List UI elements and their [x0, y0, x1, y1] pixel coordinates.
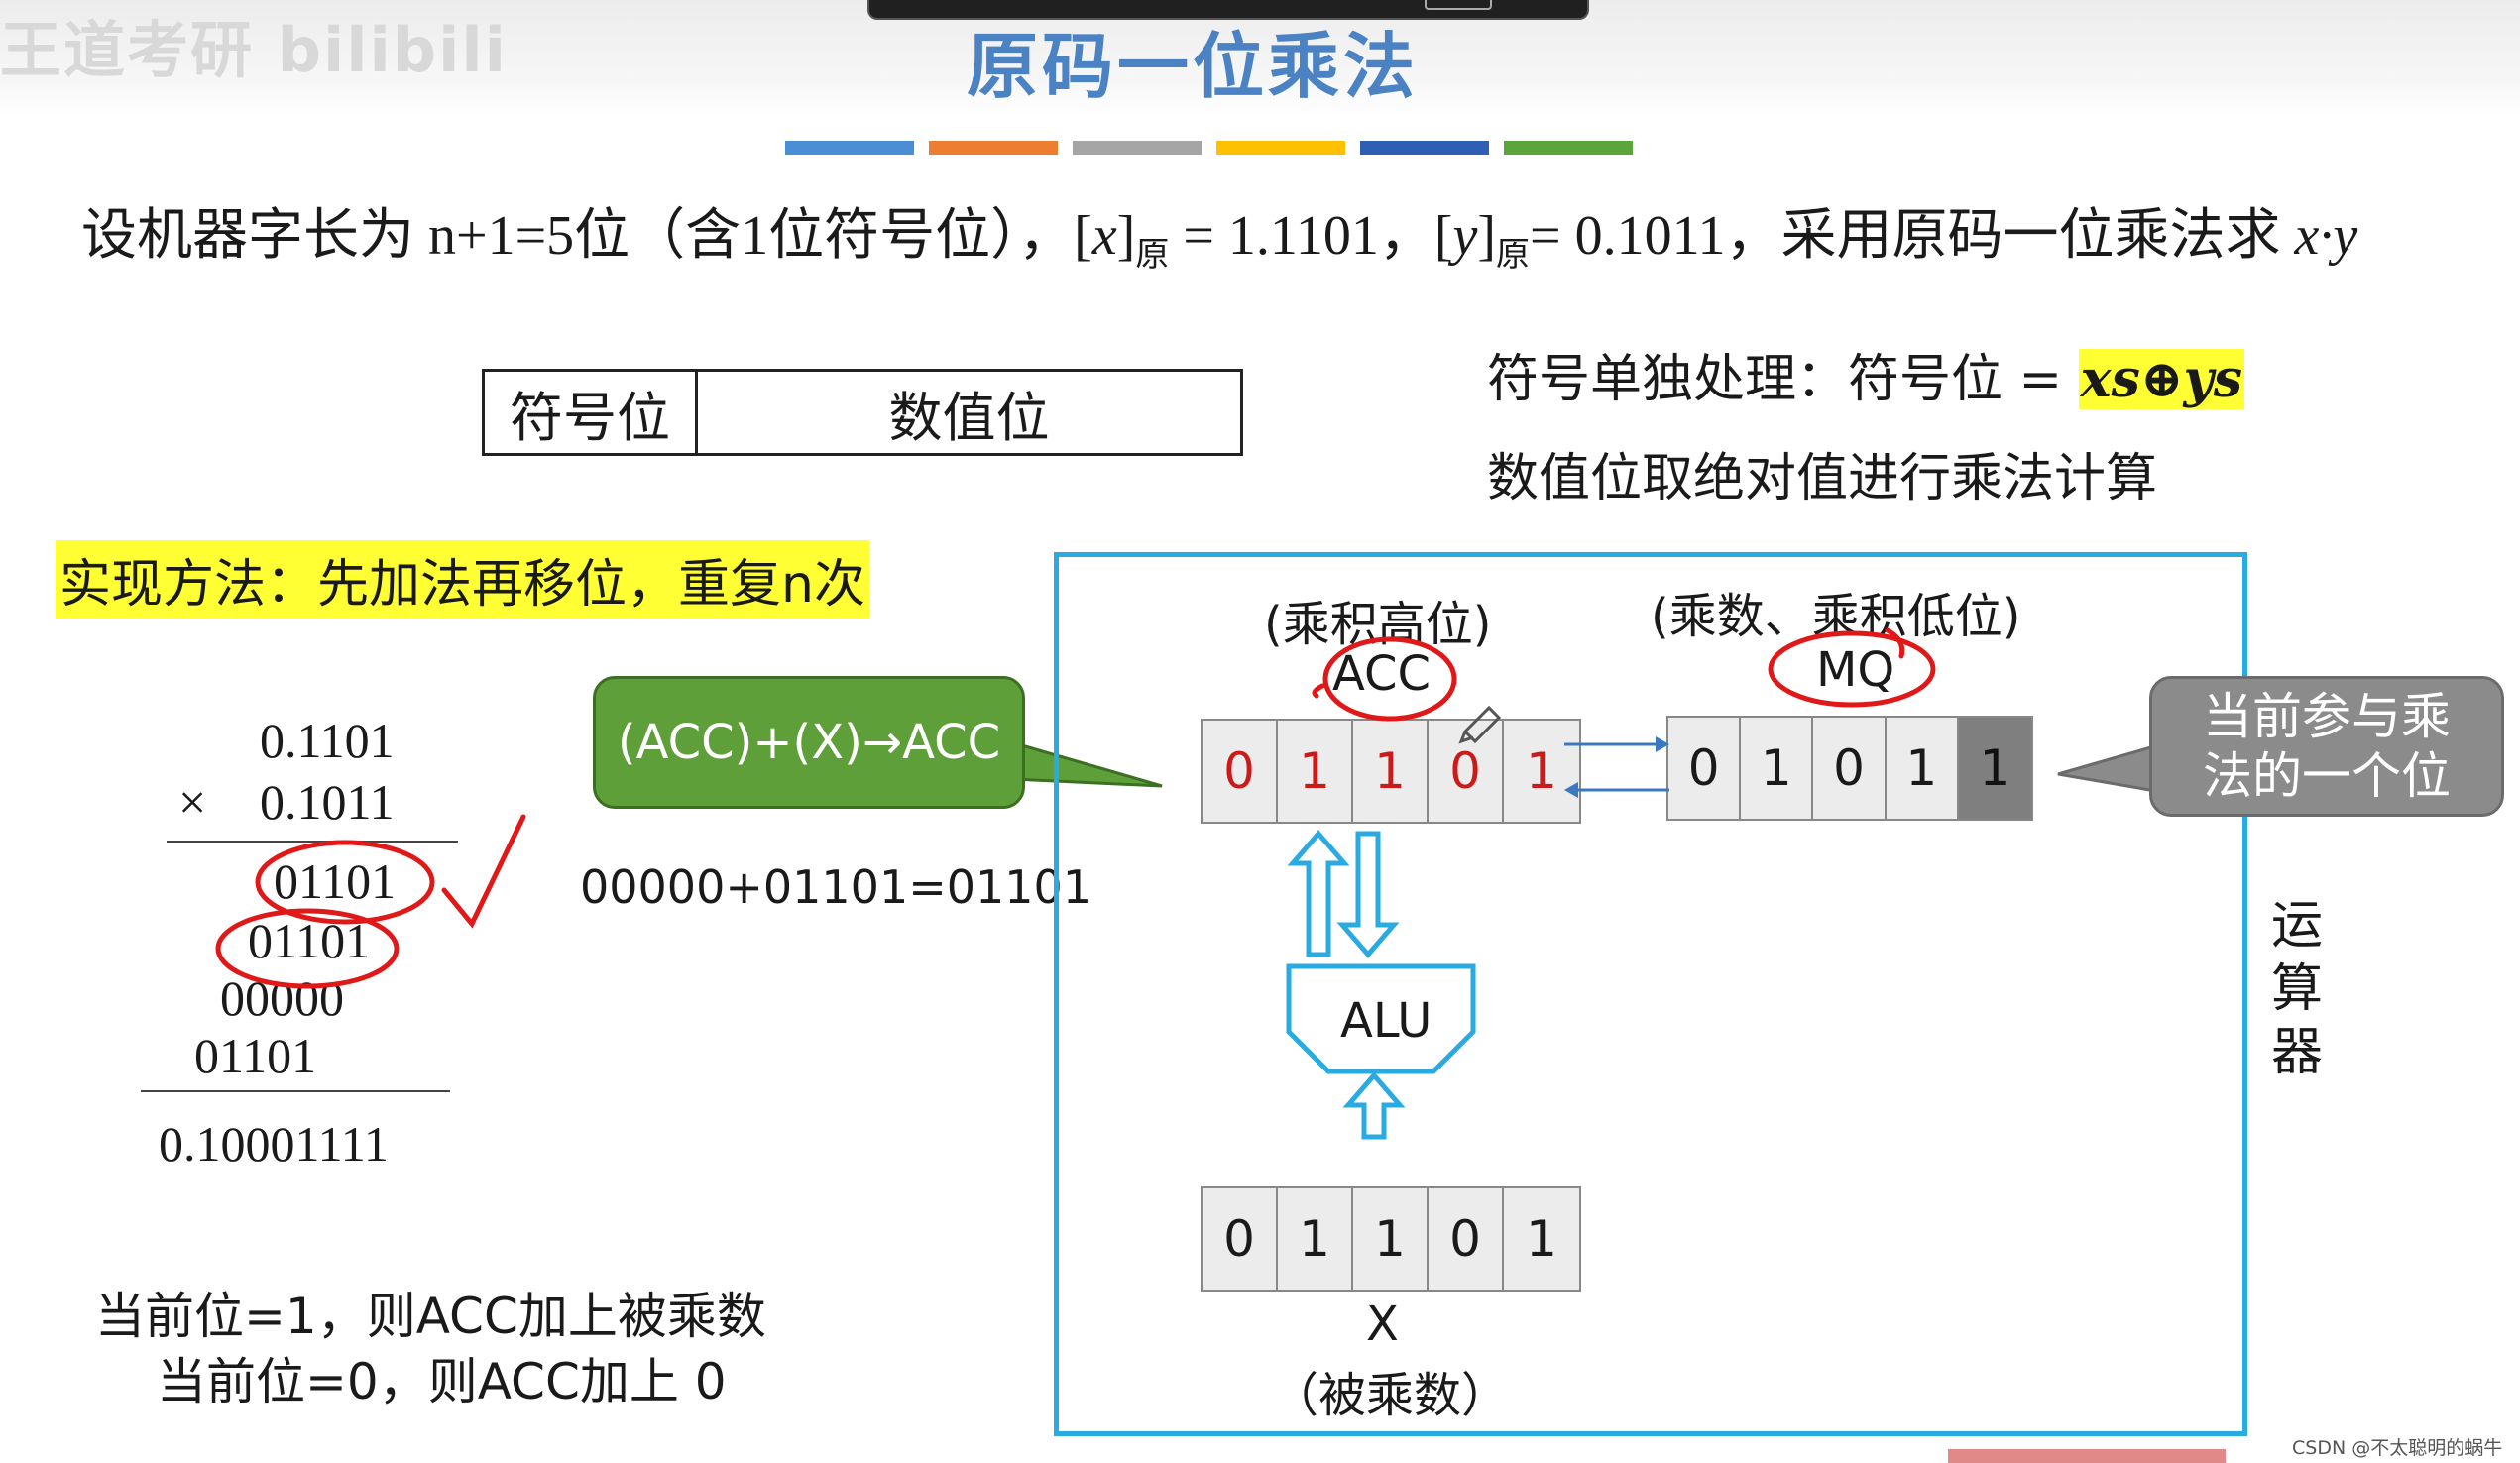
method-highlight: 实现方法：先加法再移位，重复n次	[56, 540, 869, 619]
acc-bit: 1	[1504, 721, 1579, 822]
problem-statement: 设机器字长为 n+1=5位（含1位符号位），[x]原 = 1.1101，[y]原…	[81, 190, 2357, 276]
problem-y-close: ]	[1477, 205, 1496, 267]
csdn-watermark: CSDN @不太聪明的蜗牛	[2292, 1437, 2503, 1459]
title-color-strip	[1504, 141, 1633, 155]
acc-register: 0 1 1 0 1	[1201, 719, 1581, 824]
arithmetic-unit-label: 运 算 器	[2262, 894, 2332, 1084]
calc-partial-2: 01101	[248, 913, 371, 968]
callout-line2: 法的一个位	[2203, 747, 2451, 805]
calc-divider	[141, 1090, 450, 1092]
calc-result: 0.10001111	[159, 1116, 389, 1172]
calc-multiplier: 0.1011	[260, 774, 395, 830]
problem-y-subscript: 原	[1496, 237, 1530, 275]
footer-decoration-bar	[1948, 1449, 2226, 1463]
x-register: 0 1 1 0 1	[1201, 1186, 1581, 1292]
problem-text-part1: 设机器字长为 n+1=5位（含1位符号位），[	[81, 205, 1092, 267]
acc-bit: 0	[1203, 721, 1278, 822]
green-callout-pointer	[991, 734, 1163, 788]
mq-caption: (乘数、乘积低位)	[1651, 589, 2021, 644]
title-color-strip	[1216, 141, 1345, 155]
problem-y-var: y	[1452, 205, 1478, 267]
unit-label-char: 运	[2270, 896, 2323, 956]
title-color-strip	[929, 141, 1058, 155]
x-label: X	[1366, 1296, 1399, 1352]
acc-label: ACC	[1332, 646, 1432, 702]
acc-caption: (乘积高位)	[1264, 597, 1492, 652]
calc-times-sign: ×	[178, 774, 207, 830]
video-watermark: 王道考研 bilibili	[0, 14, 508, 86]
mq-label: MQ	[1816, 642, 1895, 698]
x-bit: 0	[1429, 1188, 1504, 1290]
acc-mq-arrows	[1564, 736, 1669, 798]
acc-bit: 1	[1278, 721, 1353, 822]
rule-bit-zero: 当前位=0，则ACC加上 0	[157, 1353, 727, 1410]
problem-x-close: ]	[1116, 205, 1136, 267]
title-color-strip	[1360, 141, 1489, 155]
problem-x-subscript: 原	[1135, 237, 1170, 275]
current-bit-callout: 当前参与乘 法的一个位	[2149, 676, 2504, 817]
unit-label-char: 算	[2270, 959, 2323, 1019]
alu-label: ALU	[1340, 993, 1432, 1049]
gray-callout-pointer	[2057, 742, 2163, 794]
step-equation: 00000+01101=01101	[580, 860, 1092, 914]
x-bit: 1	[1353, 1188, 1429, 1290]
x-bit: 0	[1203, 1188, 1278, 1290]
x-caption: （被乘数）	[1271, 1368, 1510, 1423]
title-color-strip	[785, 141, 914, 155]
mq-bit: 1	[1741, 718, 1814, 819]
video-control-bar[interactable]	[867, 0, 1589, 20]
acc-bit: 0	[1429, 721, 1504, 822]
operation-text: (ACC)+(X)→ACC	[617, 715, 1001, 770]
mq-register: 0 1 0 1 1	[1666, 716, 2033, 821]
operation-callout: (ACC)+(X)→ACC	[593, 676, 1025, 809]
problem-product: x·y	[2294, 205, 2358, 267]
problem-x-var: x	[1091, 205, 1117, 267]
sign-rule-formula: xs⊕ys	[2078, 349, 2244, 409]
sign-rule: 符号单独处理：符号位 = xs⊕ys	[1487, 337, 2244, 411]
title-color-strip	[1073, 141, 1202, 155]
slide-title: 原码一位乘法	[967, 24, 1420, 108]
calc-partial-4: 01101	[194, 1028, 317, 1083]
x-bit: 1	[1504, 1188, 1579, 1290]
calc-divider	[167, 841, 458, 843]
mq-bit: 0	[1813, 718, 1887, 819]
mq-current-bit: 1	[1958, 718, 2032, 819]
unit-label-char: 器	[2270, 1023, 2323, 1082]
callout-line1: 当前参与乘	[2203, 688, 2451, 745]
sign-bit-cell: 符号位	[485, 372, 698, 453]
alu-block	[1286, 830, 1476, 1140]
mq-bit: 1	[1886, 718, 1959, 819]
mq-bit: 0	[1668, 718, 1742, 819]
calc-partial-1: 01101	[274, 853, 397, 909]
sign-rule-prefix: 符号单独处理：符号位 =	[1487, 350, 2079, 409]
acc-bit: 1	[1353, 721, 1429, 822]
problem-x-value: = 1.1101，[	[1169, 205, 1453, 267]
video-control-knob[interactable]	[1425, 0, 1492, 10]
problem-y-value: = 0.1011，采用原码一位乘法求	[1530, 205, 2295, 267]
x-bit: 1	[1278, 1188, 1353, 1290]
arithmetic-unit-frame	[1054, 552, 2247, 1436]
rule-bit-one: 当前位=1，则ACC加上被乘数	[95, 1288, 766, 1345]
calc-multiplicand: 0.1101	[260, 713, 395, 768]
value-bits-cell: 数值位	[888, 386, 1050, 449]
sign-value-table: 符号位 数值位	[482, 369, 1243, 456]
calc-partial-3: 00000	[220, 970, 344, 1026]
value-rule: 数值位取绝对值进行乘法计算	[1487, 449, 2158, 508]
